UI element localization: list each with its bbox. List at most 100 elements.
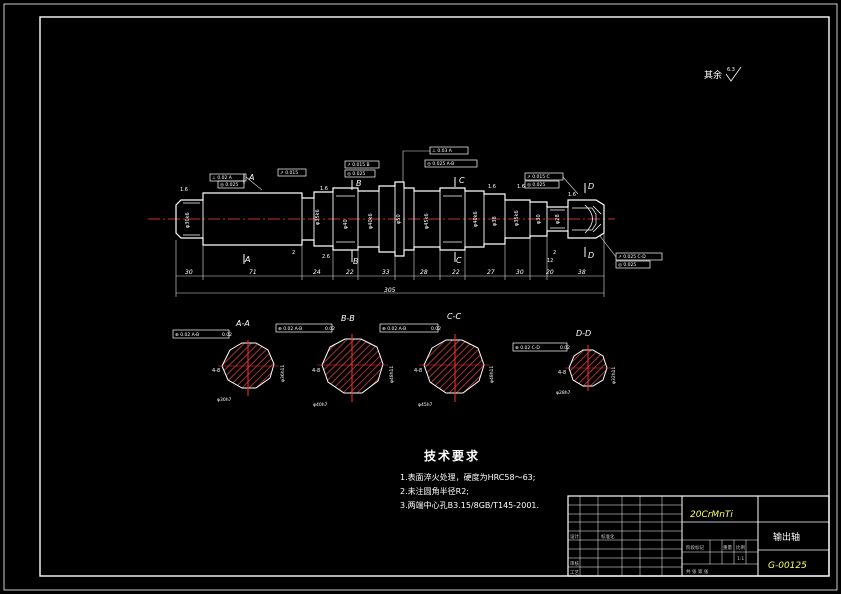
svg-text:↗ 0.015 C: ↗ 0.015 C xyxy=(527,174,550,180)
svg-text:0.02: 0.02 xyxy=(560,345,570,351)
svg-text:阶段标记: 阶段标记 xyxy=(686,544,704,551)
svg-text:B-B: B-B xyxy=(341,314,355,323)
svg-text:4-8: 4-8 xyxy=(312,368,320,374)
svg-text:27: 27 xyxy=(487,269,495,276)
section-b-b: B-B ⊕ 0.02 A-B 0.02 4-8 φ40h7 φ48h11 xyxy=(275,314,395,408)
svg-text:71: 71 xyxy=(249,269,257,276)
svg-text:C: C xyxy=(456,256,462,265)
svg-text:φ30k6: φ30k6 xyxy=(185,212,191,228)
svg-text:φ40k6: φ40k6 xyxy=(368,213,374,229)
svg-text:⊕ 0.02 C-D: ⊕ 0.02 C-D xyxy=(515,345,540,351)
svg-text:20: 20 xyxy=(546,269,554,276)
svg-text:12: 12 xyxy=(547,258,553,264)
svg-text:C-C: C-C xyxy=(447,312,461,321)
svg-text:φ45k6: φ45k6 xyxy=(424,213,430,229)
svg-text:A-A: A-A xyxy=(235,319,250,328)
surface-roughness-note: 其余 6.3 xyxy=(704,66,742,82)
svg-text:1:1: 1:1 xyxy=(737,556,744,562)
segment-dimensions: 30 71 24 22 33 28 22 27 30 20 38 xyxy=(185,269,586,276)
svg-text:φ40h7: φ40h7 xyxy=(313,402,328,408)
svg-text:标准化: 标准化 xyxy=(601,533,615,540)
svg-text:↗ 0.025 C-D: ↗ 0.025 C-D xyxy=(618,254,646,260)
svg-text:0.02: 0.02 xyxy=(325,326,335,332)
svg-text:1.6: 1.6 xyxy=(488,184,496,190)
svg-text:D-D: D-D xyxy=(576,329,591,338)
svg-text:22: 22 xyxy=(452,269,460,276)
svg-text:其余: 其余 xyxy=(704,69,722,81)
svg-text:2.6: 2.6 xyxy=(322,254,330,260)
svg-text:28: 28 xyxy=(420,269,428,276)
svg-text:1.6: 1.6 xyxy=(180,187,188,193)
svg-text:A: A xyxy=(248,173,254,182)
tech-requirement-item: 3.两端中心孔B3.15/8GB/T145-2001. xyxy=(400,500,539,510)
svg-text:φ48h11: φ48h11 xyxy=(389,366,395,383)
section-a-a: A-A ⊕ 0.02 A-B 0.02 4-8 φ30h7 φ36h11 xyxy=(172,319,286,403)
svg-text:22: 22 xyxy=(346,269,354,276)
svg-text:B: B xyxy=(356,179,362,188)
svg-text:1.6: 1.6 xyxy=(320,186,328,192)
shaft-main-view: φ30k6 φ35k6 φ40 φ40k6 φ50 φ45k6 φ40k6 φ3… xyxy=(148,146,663,297)
svg-text:C: C xyxy=(459,176,465,185)
svg-text:0.02: 0.02 xyxy=(431,326,441,332)
tech-requirement-item: 2.未注圆角半径R2; xyxy=(400,486,469,496)
svg-text:φ35k6: φ35k6 xyxy=(514,210,520,226)
svg-text:φ38: φ38 xyxy=(492,216,498,226)
svg-text:φ48h11: φ48h11 xyxy=(489,366,495,383)
svg-text:1.6: 1.6 xyxy=(517,184,525,190)
svg-text:审核: 审核 xyxy=(570,560,579,567)
svg-text:φ50: φ50 xyxy=(396,214,402,224)
svg-text:A: A xyxy=(244,255,250,264)
part-name: 输出轴 xyxy=(773,531,800,543)
svg-text:2: 2 xyxy=(292,250,295,256)
svg-text:φ45h7: φ45h7 xyxy=(418,402,433,408)
svg-text:◎ 0.025: ◎ 0.025 xyxy=(347,171,365,177)
svg-text:4-8: 4-8 xyxy=(558,370,566,376)
svg-text:φ30: φ30 xyxy=(536,214,542,224)
section-d-d: D-D ⊕ 0.02 C-D 0.02 4-8 φ28h7 φ32h11 xyxy=(512,329,617,396)
svg-text:工艺: 工艺 xyxy=(570,570,579,576)
svg-text:B: B xyxy=(353,257,359,266)
title-block: 20CrMnTi 输出轴 G-00125 阶段标记 重量 比例 1:1 设计 标… xyxy=(567,495,830,577)
tech-requirement-item: 1.表面淬火处理，硬度为HRC58～63; xyxy=(400,472,535,482)
material: 20CrMnTi xyxy=(690,510,733,520)
svg-text:1.6: 1.6 xyxy=(568,192,576,198)
svg-text:↗ 0.015: ↗ 0.015 xyxy=(280,170,298,176)
svg-text:6.3: 6.3 xyxy=(727,67,735,73)
svg-text:33: 33 xyxy=(382,269,390,276)
svg-text:4-8: 4-8 xyxy=(414,368,422,374)
svg-text:4-8: 4-8 xyxy=(212,368,220,374)
svg-text:⊕ 0.02 A-B: ⊕ 0.02 A-B xyxy=(278,326,302,332)
cross-sections: A-A ⊕ 0.02 A-B 0.02 4-8 φ30h7 φ36h11 B-B… xyxy=(172,312,617,408)
svg-text:φ35k6: φ35k6 xyxy=(315,209,321,225)
svg-text:↗ 0.015 B: ↗ 0.015 B xyxy=(347,162,370,168)
svg-text:重量: 重量 xyxy=(723,544,732,551)
outer-border xyxy=(3,3,838,591)
svg-text:38: 38 xyxy=(578,269,586,276)
svg-text:◎ 0.025: ◎ 0.025 xyxy=(220,182,238,188)
tech-requirements-title: 技术要求 xyxy=(424,448,480,463)
drawing-number: G-00125 xyxy=(768,561,807,571)
svg-text:30: 30 xyxy=(185,269,193,276)
svg-text:24: 24 xyxy=(313,269,321,276)
svg-text:◎ 0.025: ◎ 0.025 xyxy=(618,262,636,268)
svg-text:φ36h11: φ36h11 xyxy=(280,365,286,382)
svg-text:D: D xyxy=(588,251,594,260)
svg-text:φ28: φ28 xyxy=(555,214,561,224)
svg-text:共 张 第 张: 共 张 第 张 xyxy=(686,568,709,575)
svg-text:⊕ 0.02 A-B: ⊕ 0.02 A-B xyxy=(382,326,406,332)
inner-border xyxy=(39,16,830,577)
svg-text:比例: 比例 xyxy=(736,544,745,551)
svg-text:2: 2 xyxy=(553,250,556,256)
svg-text:◎ 0.025: ◎ 0.025 xyxy=(527,182,545,188)
svg-text:设计: 设计 xyxy=(570,533,579,540)
svg-text:⊥ 0.03 A: ⊥ 0.03 A xyxy=(432,148,453,154)
technical-requirements: 技术要求 1.表面淬火处理，硬度为HRC58～63; 2.未注圆角半径R2; 3… xyxy=(400,448,539,510)
overall-length: 305 xyxy=(384,287,396,294)
svg-text:φ40: φ40 xyxy=(343,219,349,229)
svg-text:0.02: 0.02 xyxy=(222,332,232,338)
section-c-c: C-C ⊕ 0.02 A-B 0.02 4-8 φ45h7 φ48h11 xyxy=(379,312,495,408)
svg-text:φ32h11: φ32h11 xyxy=(611,367,617,384)
svg-text:⊕ 0.02 A-B: ⊕ 0.02 A-B xyxy=(175,332,199,338)
svg-text:30: 30 xyxy=(516,269,524,276)
